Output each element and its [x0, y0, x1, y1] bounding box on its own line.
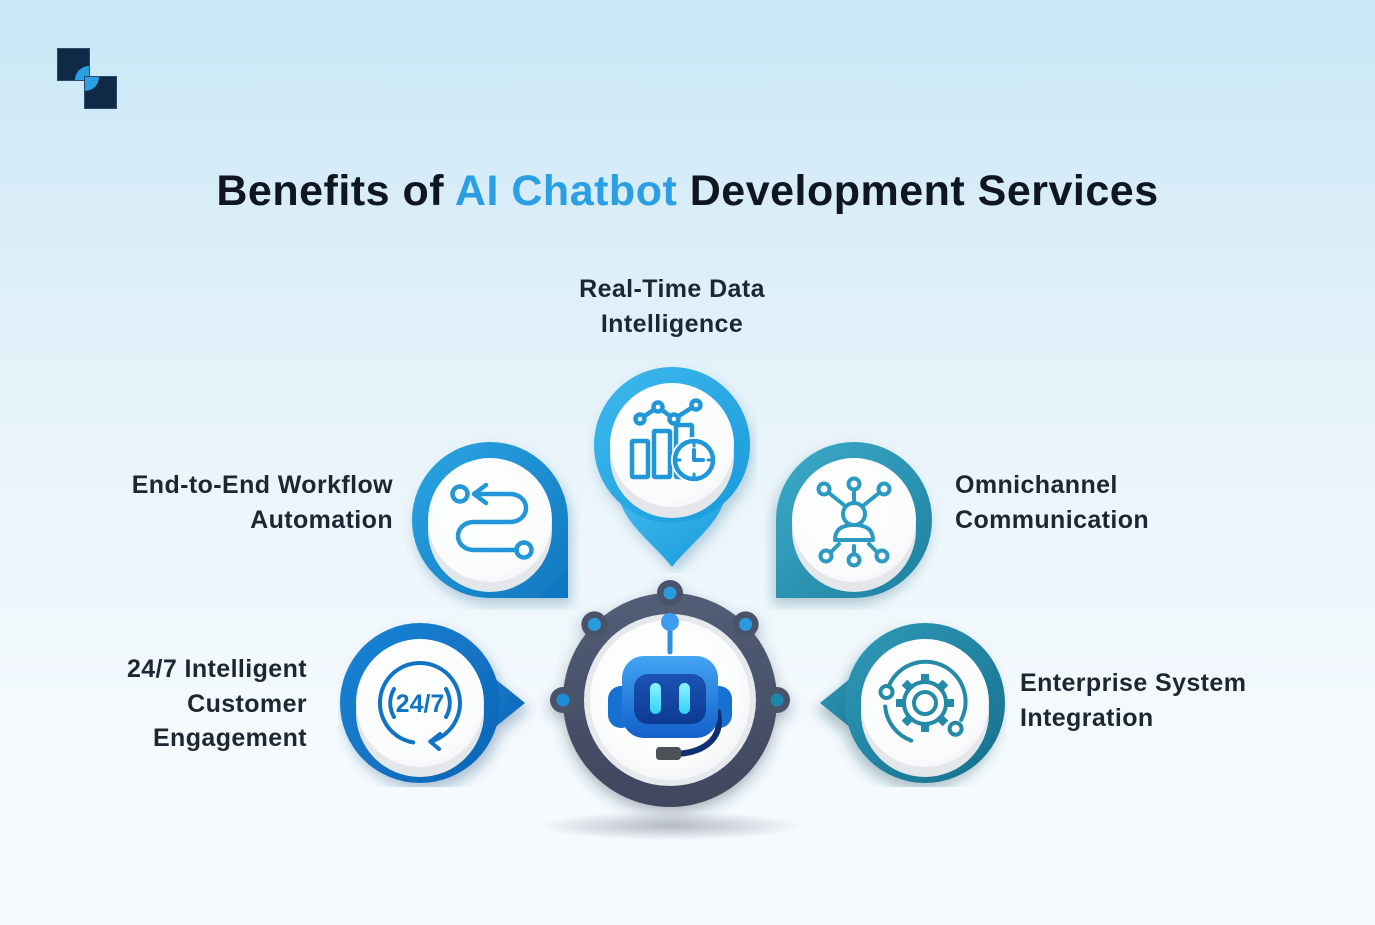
label-real-time-data-intelligence: Real-Time Data Intelligence [579, 275, 765, 338]
central-hub [550, 580, 790, 807]
title-highlight: AI Chatbot [454, 166, 678, 215]
person-network-icon [816, 476, 892, 568]
24-7-clock-icon: 24/7 [377, 660, 462, 751]
benefit-node-workflow-automation [412, 442, 568, 598]
benefit-node-enterprise-integration [820, 623, 1005, 783]
hub-knobs [550, 580, 790, 713]
gear-orbit-icon [878, 659, 968, 743]
logo-quarter-circle [85, 77, 99, 91]
chatbot-robot-icon [608, 613, 732, 760]
benefit-node-real-time-data-intelligence [594, 367, 750, 567]
title-prefix: Benefits of [216, 166, 455, 215]
logo-square-top [57, 48, 90, 81]
inner-circle [861, 639, 989, 767]
benefit-node-omnichannel-communication [776, 442, 932, 598]
label-end-to-end-workflow-automation: End-to-End Workflow Automation [131, 471, 393, 534]
label-24-7-customer-engagement: 24/7 Intelligent Customer Engagement [126, 655, 307, 752]
page-title: Benefits of AI Chatbot Development Servi… [0, 167, 1375, 216]
benefit-node-24-7-engagement: 24/7 [340, 623, 525, 783]
dual-square-logo [57, 48, 119, 112]
hub-drop-shadow [540, 812, 800, 840]
title-suffix: Development Services [677, 166, 1159, 215]
inner-circle [356, 639, 484, 767]
label-enterprise-system-integration: Enterprise System Integration [1020, 669, 1247, 732]
workflow-route-icon [450, 482, 534, 560]
logo-square-bottom [84, 76, 117, 109]
24-7-icon-text: 24/7 [396, 690, 445, 718]
chart-clock-icon [629, 398, 717, 483]
label-omnichannel-communication: Omnichannel Communication [955, 471, 1150, 534]
